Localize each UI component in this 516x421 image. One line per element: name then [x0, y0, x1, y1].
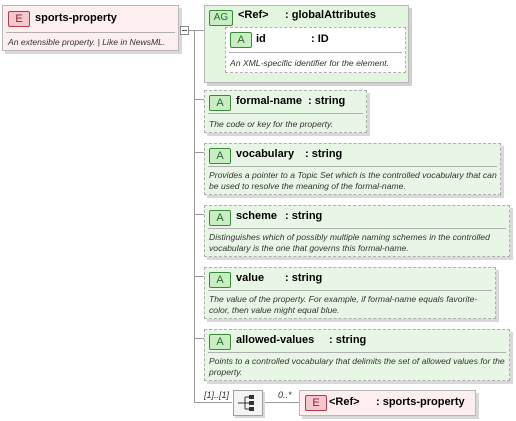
branch-line-scheme — [194, 214, 204, 215]
attribute-allowed-values-box[interactable]: A allowed-values : string Points to a co… — [204, 329, 510, 381]
element-badge: E — [8, 11, 30, 27]
attribute-description-allowed-values: Points to a controlled vocabulary that d… — [209, 356, 505, 377]
attribute-description-vocabulary: Provides a pointer to a Topic Set which … — [209, 170, 497, 191]
root-element-name: sports-property — [35, 12, 117, 24]
sequence-cardinality: [1]..[1] — [204, 390, 230, 400]
attribute-badge: A — [209, 210, 231, 226]
attribute-description-scheme: Distinguishes which of possibly multiple… — [209, 232, 490, 253]
attribute-badge: A — [209, 334, 231, 350]
attribute-type-scheme: : string — [285, 210, 323, 222]
attribute-badge: A — [209, 272, 231, 288]
child-ref-label: <Ref> — [329, 396, 360, 408]
attribute-type-formal-name: : string — [308, 95, 346, 107]
sequence-to-child-line — [263, 402, 299, 403]
attribute-name-vocabulary: vocabulary — [236, 148, 295, 160]
attribute-description-formal-name: The code or key for the property. — [209, 119, 334, 129]
attribute-name-value: value — [236, 272, 265, 284]
child-element-ref-box[interactable]: E <Ref> : sports-property — [299, 390, 476, 416]
attribute-group-box[interactable]: AG <Ref> : globalAttributes A id : ID An… — [204, 5, 409, 83]
branch-line-allowed-values — [194, 338, 204, 339]
attribute-separator — [208, 352, 506, 353]
attribute-badge: A — [209, 148, 231, 164]
root-element-box[interactable]: E sports-property An extensible property… — [2, 5, 179, 51]
attribute-vocabulary-box[interactable]: A vocabulary : string Provides a pointer… — [204, 143, 501, 195]
root-separator — [6, 32, 175, 33]
child-element-name: : sports-property — [376, 396, 465, 408]
branch-line-group — [194, 30, 204, 31]
branch-line-formal-name — [194, 99, 204, 100]
attribute-description-value: The value of the property. For example, … — [209, 294, 478, 315]
sequence-icon — [238, 395, 254, 411]
attribute-badge: A — [209, 95, 231, 111]
attribute-name-formal-name: formal-name — [236, 95, 303, 107]
attribute-formal-name-box[interactable]: A formal-name : string The code or key f… — [204, 90, 367, 133]
group-name: : globalAttributes — [285, 9, 377, 21]
branch-line-sequence — [194, 402, 232, 403]
attribute-type-allowed-values: : string — [329, 334, 367, 346]
attribute-value-box[interactable]: A value : string The value of the proper… — [204, 267, 496, 319]
attribute-description-id: An XML-specific identifier for the eleme… — [230, 58, 390, 68]
expand-collapse-toggle[interactable] — [180, 26, 189, 35]
root-element-description: An extensible property. | Like in NewsML… — [8, 37, 166, 47]
attribute-separator — [208, 166, 497, 167]
group-ref-label: <Ref> — [238, 9, 269, 21]
branch-line-value — [194, 276, 204, 277]
attribute-badge: A — [230, 32, 252, 48]
attribute-type-id: : ID — [311, 33, 329, 45]
attribute-name-id: id — [256, 33, 266, 45]
attribute-separator — [229, 52, 402, 53]
attribute-separator — [208, 113, 363, 114]
attribute-separator — [208, 290, 492, 291]
sequence-compositor[interactable] — [233, 390, 263, 416]
attribute-group-badge: AG — [209, 10, 233, 26]
inner-attribute-id-box[interactable]: A id : ID An XML-specific identifier for… — [225, 27, 406, 73]
attribute-scheme-box[interactable]: A scheme : string Distinguishes which of… — [204, 205, 510, 257]
branch-line-vocabulary — [194, 152, 204, 153]
attribute-type-value: : string — [285, 272, 323, 284]
attribute-type-vocabulary: : string — [305, 148, 343, 160]
tree-trunk-line — [194, 30, 195, 402]
child-cardinality: 0..* — [278, 390, 292, 400]
element-badge: E — [305, 395, 327, 411]
attribute-separator — [208, 228, 506, 229]
attribute-name-allowed-values: allowed-values — [236, 334, 315, 346]
attribute-name-scheme: scheme — [236, 210, 277, 222]
